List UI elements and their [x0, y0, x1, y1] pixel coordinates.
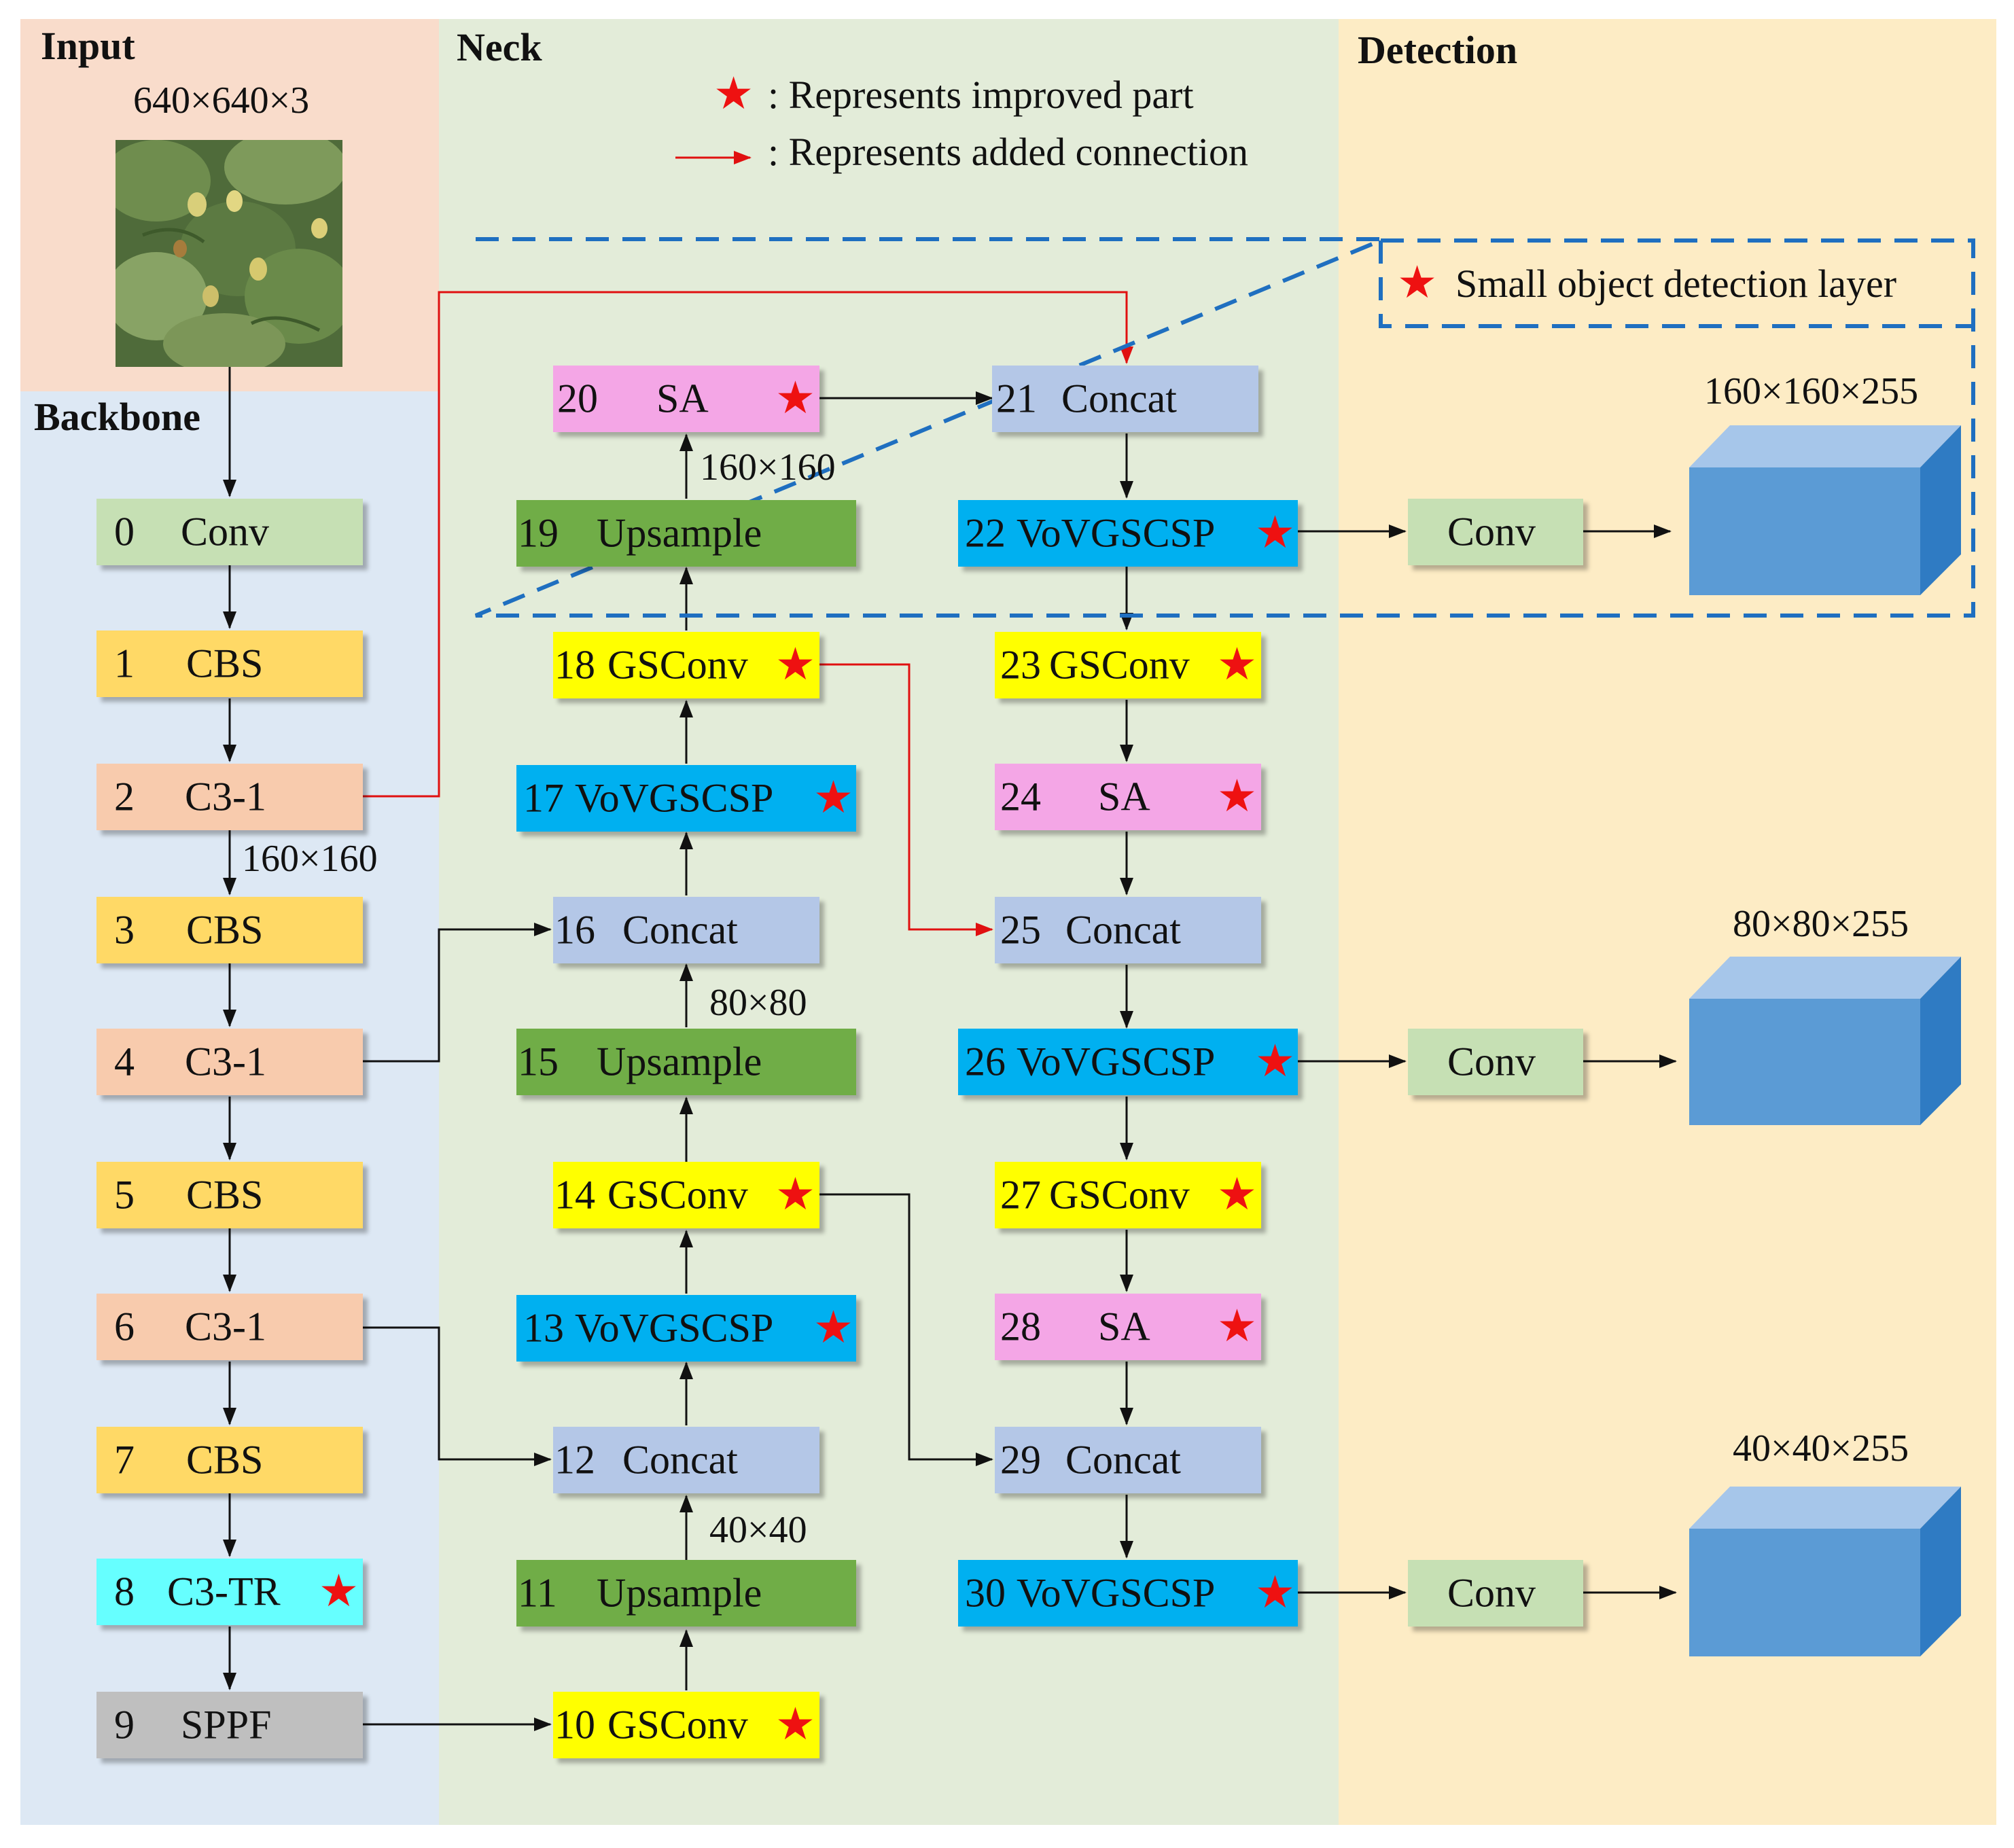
block-25-concat: 25 Concat — [995, 897, 1261, 963]
small-object-label-box — [1379, 241, 1973, 328]
neck-title: Neck — [457, 25, 542, 69]
legend-improved-text: : Represents improved part — [768, 73, 1194, 117]
block-17-vovgscsp: 17 VoVGSCSP ★ — [516, 765, 856, 832]
legend-added-text: : Represents added connection — [768, 130, 1249, 174]
block-30-vovgscsp: 30 VoVGSCSP ★ — [958, 1560, 1298, 1627]
block-13-vovgscsp: 13 VoVGSCSP ★ — [516, 1295, 856, 1362]
head-conv-2: Conv — [1408, 1029, 1583, 1095]
output-dim-2: 80×80×255 — [1733, 903, 1909, 945]
output-dim-3: 40×40×255 — [1733, 1427, 1909, 1470]
improved-star-icon: ★ — [775, 640, 815, 690]
block-5-cbs: 5 CBS — [96, 1162, 363, 1228]
block-22-vovgscsp: 22 VoVGSCSP ★ — [958, 500, 1298, 567]
block-3-cbs: 3 CBS — [96, 897, 363, 963]
red-arrow-2-21 — [363, 291, 1133, 798]
block-0-conv: 0 Conv — [96, 499, 363, 565]
head-conv-3: Conv — [1408, 1560, 1583, 1627]
output-cube-1 — [1689, 425, 1961, 595]
improved-star-icon: ★ — [1254, 508, 1295, 558]
red-arrow-18-25 — [819, 663, 993, 936]
block-2-c3-1: 2 C3-1 — [96, 764, 363, 830]
output-cube-2 — [1689, 957, 1961, 1125]
improved-star-icon: ★ — [813, 773, 853, 823]
arrow-14-29 — [819, 1193, 993, 1466]
input-title: Input — [41, 24, 135, 68]
output-cube-3 — [1689, 1487, 1961, 1656]
small-layer-star-icon: ★ — [1397, 258, 1438, 308]
block-8-c3-tr: 8 C3-TR ★ — [96, 1559, 363, 1625]
arrow-4-16 — [363, 923, 552, 1063]
block-10-gsconv: 10 GSConv ★ — [553, 1692, 819, 1758]
block-7-cbs: 7 CBS — [96, 1427, 363, 1493]
block-23-gsconv: 23 GSConv ★ — [995, 632, 1261, 698]
improved-star-icon: ★ — [775, 1170, 815, 1220]
block-24-sa: 24 SA ★ — [995, 764, 1261, 830]
block-15-upsample: 15 Upsample — [516, 1029, 856, 1095]
detection-title: Detection — [1358, 28, 1518, 72]
block-11-upsample: 11 Upsample — [516, 1560, 856, 1627]
legend-star-icon: ★ — [713, 69, 754, 119]
block-12-concat: 12 Concat — [553, 1427, 819, 1493]
output-dim-1: 160×160×255 — [1704, 370, 1919, 412]
head-conv-1: Conv — [1408, 499, 1583, 565]
improved-star-icon: ★ — [1216, 772, 1257, 821]
block-20-sa: 20 SA ★ — [553, 366, 819, 432]
improved-star-icon: ★ — [813, 1303, 853, 1353]
improved-star-icon: ★ — [775, 374, 815, 423]
block-16-concat: 16 Concat — [553, 897, 819, 963]
block-1-cbs: 1 CBS — [96, 630, 363, 697]
block-29-concat: 29 Concat — [995, 1427, 1261, 1493]
improved-star-icon: ★ — [1216, 640, 1257, 690]
block-19-upsample: 19 Upsample — [516, 500, 856, 567]
block-4-c3-1: 4 C3-1 — [96, 1029, 363, 1095]
small-object-dashed-box — [474, 237, 1975, 618]
arrow-6-12 — [363, 1326, 552, 1466]
block-27-gsconv: 27 GSConv ★ — [995, 1162, 1261, 1228]
block-18-gsconv: 18 GSConv ★ — [553, 632, 819, 698]
block-6-c3-1: 6 C3-1 — [96, 1294, 363, 1360]
improved-star-icon: ★ — [775, 1700, 815, 1749]
improved-star-icon: ★ — [1216, 1302, 1257, 1351]
dim-40-neck: 40×40 — [709, 1509, 807, 1551]
improved-star-icon: ★ — [1254, 1037, 1295, 1086]
improved-star-icon: ★ — [1254, 1568, 1295, 1618]
block-26-vovgscsp: 26 VoVGSCSP ★ — [958, 1029, 1298, 1095]
dim-160-neck: 160×160 — [700, 446, 836, 488]
dim-80-neck: 80×80 — [709, 982, 807, 1024]
dim-160-backbone: 160×160 — [242, 838, 378, 880]
block-9-sppf: 9 SPPF — [96, 1692, 363, 1758]
block-28-sa: 28 SA ★ — [995, 1294, 1261, 1360]
block-14-gsconv: 14 GSConv ★ — [553, 1162, 819, 1228]
small-layer-text: Small object detection layer — [1455, 262, 1897, 306]
improved-star-icon: ★ — [318, 1567, 359, 1616]
improved-star-icon: ★ — [1216, 1170, 1257, 1220]
backbone-title: Backbone — [34, 395, 200, 439]
input-image — [116, 140, 342, 367]
block-21-concat: 21 Concat — [992, 366, 1258, 432]
input-size-label: 640×640×3 — [133, 79, 310, 122]
